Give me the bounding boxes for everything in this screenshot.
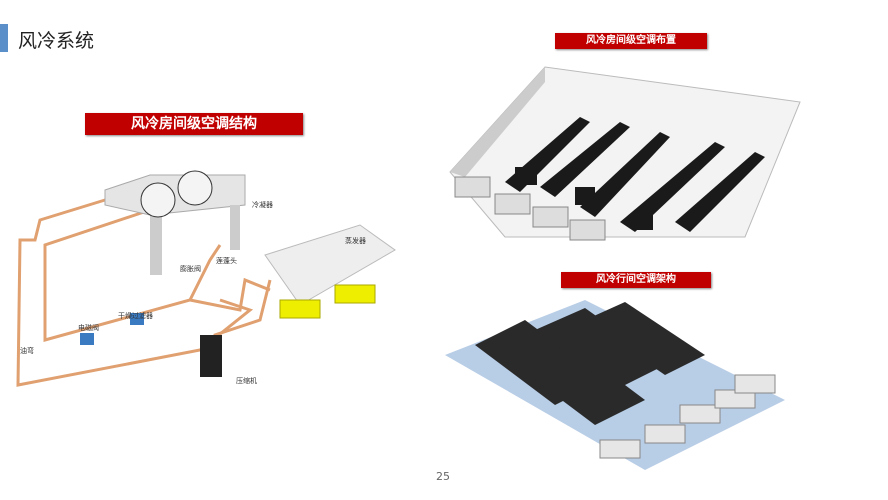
inrow-architecture-illustration xyxy=(445,300,785,470)
slide-title: 风冷系统 xyxy=(18,30,95,52)
label-dryer-filter: 干燥过滤器 xyxy=(118,312,153,320)
label-condenser: 冷凝器 xyxy=(252,201,273,209)
fan-icon xyxy=(177,170,213,206)
left-diagram-banner: 风冷房间级空调结构 xyxy=(85,113,303,135)
refrigeration-cycle-diagram xyxy=(16,170,396,387)
page-number: 25 xyxy=(436,470,450,483)
room-layout-illustration xyxy=(449,66,801,241)
label-solenoid-valve: 电磁阀 xyxy=(78,324,99,332)
title-accent-bar xyxy=(0,24,8,52)
label-distributor: 莲蓬头 xyxy=(216,257,237,265)
room-layout-banner: 风冷房间级空调布置 xyxy=(555,33,707,49)
label-compressor: 压缩机 xyxy=(236,377,257,385)
label-evaporator: 蒸发器 xyxy=(345,237,366,245)
fan-icon xyxy=(140,182,176,218)
label-expansion-valve: 膨胀阀 xyxy=(180,265,201,273)
label-oil-trap: 油弯 xyxy=(20,347,34,355)
inrow-architecture-banner: 风冷行间空调架构 xyxy=(561,272,711,288)
